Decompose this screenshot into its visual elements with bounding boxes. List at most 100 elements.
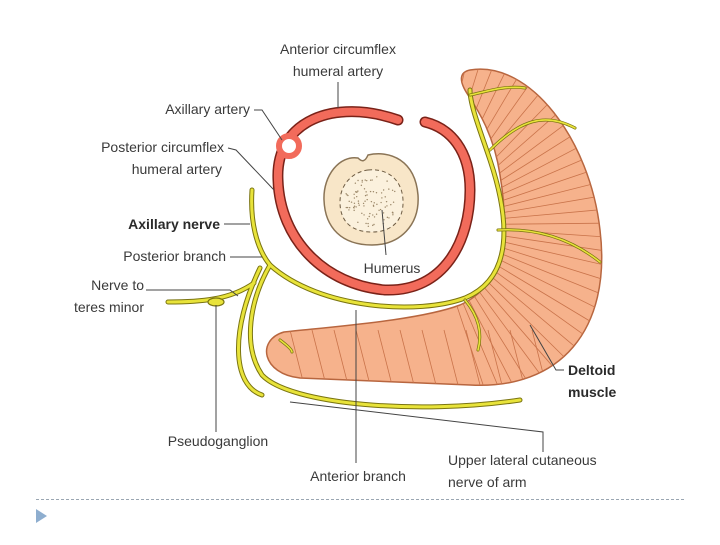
axillary-nerve-trunk: [250, 188, 272, 267]
label-humerus: Humerus: [364, 260, 421, 276]
trabecula-dot: [366, 198, 368, 201]
trabecula-dot: [370, 200, 373, 203]
label-anterior-circumflex-line2: humeral artery: [293, 63, 383, 79]
leader-axillary-artery: [254, 109, 283, 141]
trabecula-dot: [355, 206, 357, 208]
trabecula-dot: [379, 208, 382, 211]
trabecula-dot: [372, 214, 374, 216]
trabecula-dot: [375, 192, 378, 194]
leader-deltoid: [529, 324, 564, 371]
trabecula-dot: [364, 194, 367, 197]
trabecula-dot: [366, 179, 368, 182]
muscle-fiber-line: [377, 329, 393, 386]
trabecula-dot: [362, 202, 365, 205]
muscle-fiber-line: [466, 284, 537, 386]
axillary-artery-section: [276, 133, 302, 159]
muscle-fiber-line: [443, 329, 459, 386]
trabecula-dot: [353, 205, 356, 207]
muscle-fiber-line: [486, 265, 594, 342]
arteries: [272, 106, 476, 296]
muscle-fiber-line: [509, 329, 525, 386]
trabecula-dot: [354, 182, 357, 184]
trabecula-dot: [350, 201, 353, 203]
trabecula-dot: [386, 180, 388, 182]
muscle-fiber-line: [333, 329, 349, 386]
trabecula-dot: [357, 202, 360, 205]
muscle-fiber-line: [465, 329, 481, 386]
trabecula-dot: [357, 190, 359, 192]
muscle-fiber-line: [471, 281, 550, 386]
muscle-fiber-line: [498, 240, 602, 271]
muscle-fiber-line: [475, 277, 562, 377]
label-axillary-artery: Axillary artery: [165, 101, 250, 117]
muscle-fiber-line: [483, 269, 584, 354]
trabecula-dot: [364, 179, 366, 181]
trabecula-dot: [378, 209, 380, 211]
trabecula-dot: [353, 202, 356, 205]
slide-divider: [36, 499, 684, 500]
labels: Anterior circumflex humeral artery Axill…: [74, 41, 616, 490]
trabecula-dot: [375, 213, 378, 215]
trabecula-dot: [388, 217, 390, 219]
leader-lines: [146, 82, 564, 463]
trabecula-dot: [360, 184, 363, 187]
trabecula-dot: [346, 194, 348, 196]
muscle-fiber-line: [487, 329, 503, 386]
label-upper-lateral-cutaneous-line1: Upper lateral cutaneous: [448, 452, 597, 468]
cutaneous-nerve: [237, 266, 264, 397]
muscle-fiber-line: [421, 329, 437, 386]
trabecula-dot: [373, 202, 375, 204]
trabecula-dot: [382, 212, 385, 214]
muscle-fiber-line: [496, 245, 602, 286]
trabecula-dot: [373, 216, 376, 218]
label-pseudoganglion: Pseudoganglion: [168, 433, 268, 449]
muscle-fiber-line: [494, 250, 602, 301]
trabecula-dot: [372, 190, 375, 193]
trabecula-dot: [384, 206, 386, 208]
muscle-fiber-line: [289, 329, 305, 386]
trabecula-dot: [392, 214, 394, 216]
trabecula-dot: [369, 212, 371, 215]
humerus-trabeculae: [345, 176, 396, 227]
trabecula-dot: [382, 189, 385, 191]
trabecula-dot: [372, 204, 375, 207]
trabecula-dot: [369, 190, 372, 193]
trabecula-dot: [353, 207, 355, 209]
trabecula-dot: [358, 204, 360, 206]
trabecula-dot: [390, 204, 392, 206]
anterior-branch-nerve: [268, 88, 506, 309]
trabecula-dot: [356, 195, 358, 198]
label-posterior-circumflex-line2: humeral artery: [132, 161, 222, 177]
trabecula-dot: [366, 218, 369, 220]
trabecula-dot: [357, 221, 359, 224]
muscle-fiber-line: [499, 222, 602, 225]
trabecula-dot: [353, 197, 356, 199]
muscle-fiber-line: [492, 255, 602, 315]
muscle-fiber-line: [311, 329, 327, 386]
label-posterior-branch: Posterior branch: [123, 248, 226, 264]
leader-humerus: [381, 209, 387, 256]
leader-nerve-to-teres-minor: [146, 289, 239, 297]
trabecula-dot: [392, 201, 395, 203]
trabecula-dot: [363, 188, 366, 190]
trabecula-dot: [367, 222, 369, 225]
muscle-fiber-line: [451, 291, 494, 386]
trabecula-dot: [364, 200, 366, 202]
deltoid-muscle: [265, 68, 603, 386]
nerves: [165, 85, 602, 410]
trabecula-dot: [386, 216, 389, 219]
trabecula-dot: [348, 209, 350, 211]
trabecula-dot: [346, 206, 349, 209]
trabecula-dot: [384, 196, 386, 198]
muscle-fiber-line: [355, 329, 371, 386]
trabecula-dot: [345, 206, 347, 209]
trabecula-dot: [376, 203, 378, 206]
trabecula-dot: [383, 219, 385, 221]
muscle-fiber-line: [498, 191, 602, 214]
trabecula-dot: [345, 193, 347, 195]
trabecula-dot: [363, 214, 365, 216]
trabecula-dot: [361, 212, 363, 215]
muscle-fiber-line: [489, 260, 602, 329]
